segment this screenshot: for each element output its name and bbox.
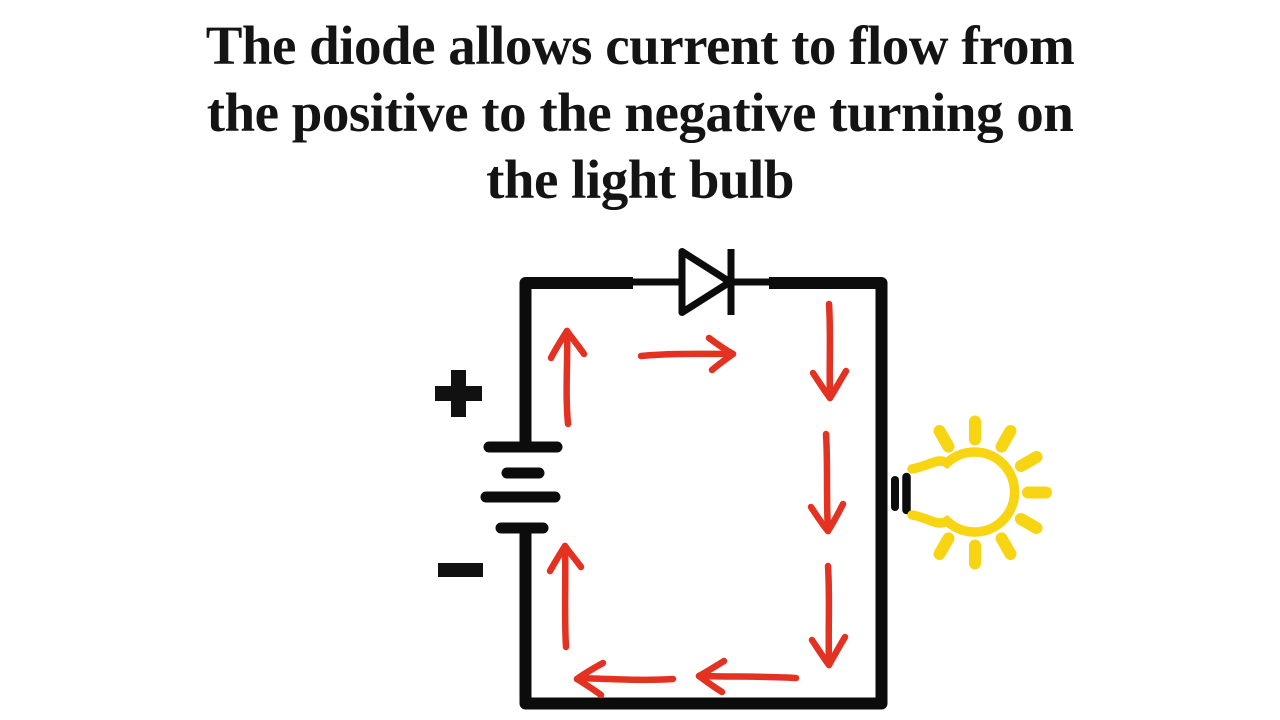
arrow-left-bottom-right <box>695 657 800 696</box>
arrow-down-right-upper <box>809 300 850 402</box>
battery-symbol <box>480 441 563 534</box>
arrow-down-right-middle <box>807 430 847 535</box>
bulb-glass-outline <box>907 447 1020 537</box>
bulb-base-contacts <box>891 472 911 515</box>
title-line-2: the positive to the negative turning on <box>206 82 1074 143</box>
title: The diode allows current to flow from th… <box>0 12 1280 213</box>
arrow-up-left-top <box>547 327 588 428</box>
title-line-3: the light bulb <box>486 149 794 210</box>
circuit-wire <box>519 277 888 710</box>
bulb-rays <box>933 415 1052 570</box>
diode-triangle <box>678 248 734 316</box>
light-bulb-icon <box>891 415 1052 570</box>
wire-top-left <box>519 277 633 442</box>
diode-symbol <box>630 248 771 316</box>
wire-bottom-right <box>519 277 888 710</box>
battery-positive-symbol <box>435 370 482 417</box>
arrow-right-top <box>637 334 737 374</box>
arrow-up-left-bottom <box>546 542 585 651</box>
title-line-1: The diode allows current to flow from <box>205 15 1075 76</box>
arrow-down-right-lower <box>808 562 849 669</box>
arrow-left-bottom-left <box>573 659 677 699</box>
current-flow-arrows <box>546 300 850 699</box>
